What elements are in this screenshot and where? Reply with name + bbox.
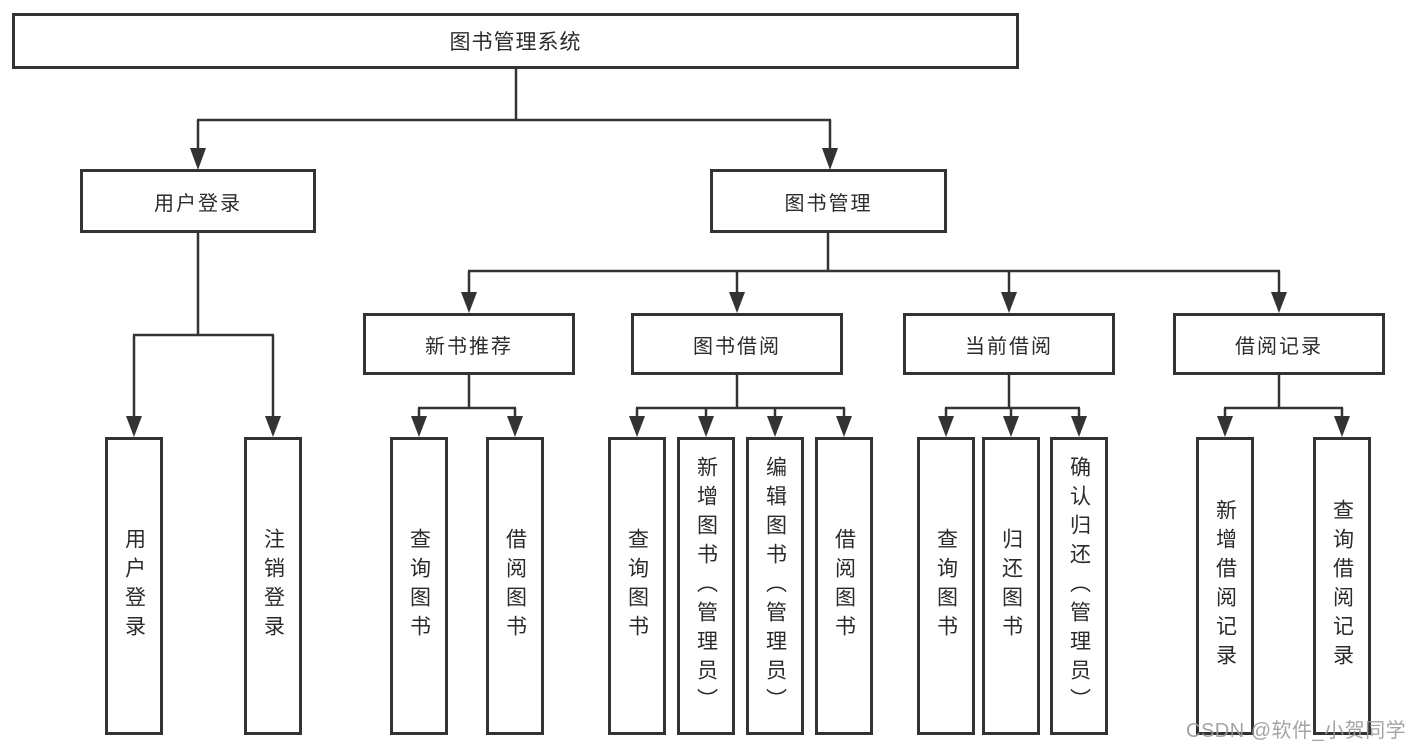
leaf-query-books-borrowing: 查询图书: [608, 437, 666, 735]
node-new-book-recommend: 新书推荐: [363, 313, 575, 375]
leaf-add-borrow-record: 新增借阅记录: [1196, 437, 1254, 735]
leaf-query-books-current: 查询图书: [917, 437, 975, 735]
leaf-user-login: 用户登录: [105, 437, 163, 735]
leaf-logout: 注销登录: [244, 437, 302, 735]
arrowheads: [126, 148, 1350, 437]
leaf-query-borrow-record: 查询借阅记录: [1313, 437, 1371, 735]
node-user-login: 用户登录: [80, 169, 316, 233]
leaf-edit-book-admin: 编辑图书（管理员）: [746, 437, 804, 735]
node-borrowing-records: 借阅记录: [1173, 313, 1385, 375]
leaf-return-book: 归还图书: [982, 437, 1040, 735]
node-library-management-system: 图书管理系统: [12, 13, 1019, 69]
leaf-add-book-admin: 新增图书（管理员）: [677, 437, 735, 735]
node-book-management: 图书管理: [710, 169, 947, 233]
node-current-borrowing: 当前借阅: [903, 313, 1115, 375]
node-book-borrowing: 图书借阅: [631, 313, 843, 375]
csdn-watermark: CSDN @软件_小贺同学: [1186, 720, 1405, 742]
leaf-borrow-books: 借阅图书: [815, 437, 873, 735]
leaf-query-books-recommend: 查询图书: [390, 437, 448, 735]
leaf-confirm-return-admin: 确认归还（管理员）: [1050, 437, 1108, 735]
leaf-borrow-books-recommend: 借阅图书: [486, 437, 544, 735]
